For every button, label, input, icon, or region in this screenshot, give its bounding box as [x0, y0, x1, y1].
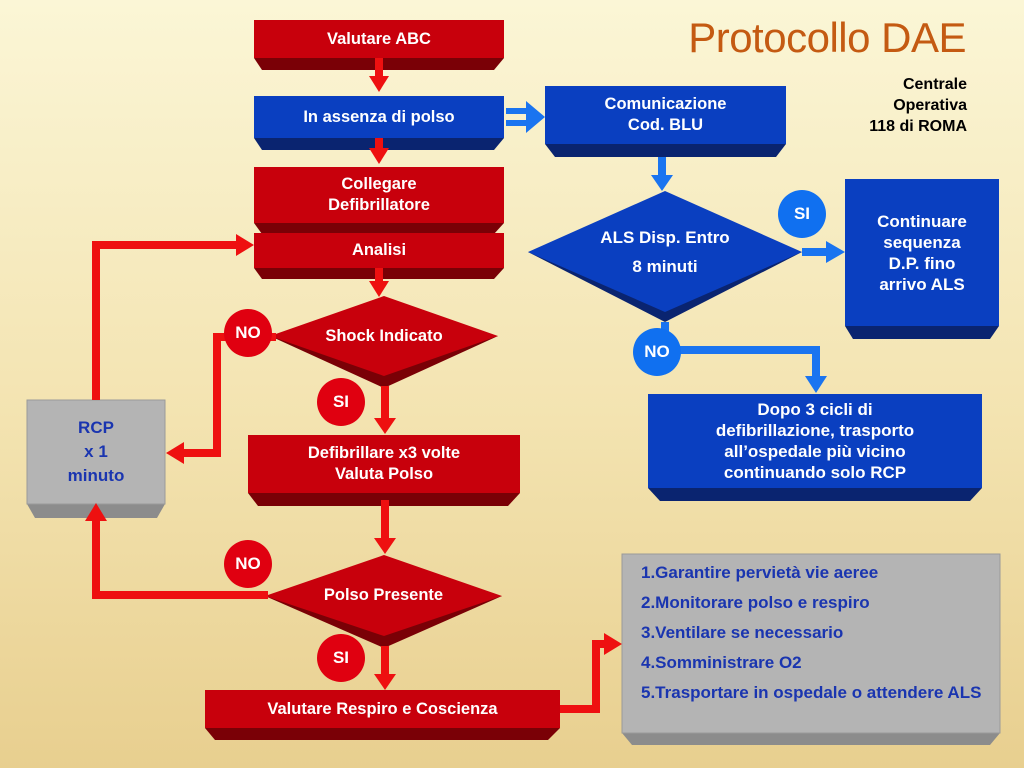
box-lista-azioni — [621, 553, 1001, 745]
label-valutare-respiro: Valutare Respiro e Coscienza — [267, 699, 498, 718]
list-item: 5.Trasportare in ospedale o attendere AL… — [641, 683, 982, 702]
label-als-disp: ALS Disp. Entro 8 minuti — [600, 228, 730, 276]
label-analisi: Analisi — [351, 241, 407, 259]
label-dopo-cicli: Dopo 3 cicli di defibrillazione, traspor… — [715, 400, 915, 482]
azioni-list: 1.Garantire pervietà vie aeree 2.Monitor… — [641, 561, 991, 711]
badge-no-shock: NO — [224, 309, 272, 357]
arrow-abc-to-assenza — [375, 58, 383, 78]
label-rcp: RCP x 1 minuto — [67, 418, 125, 485]
box-in-assenza-di-polso — [254, 96, 504, 150]
box-analisi — [254, 233, 504, 279]
label-collegare-defibrillatore: Collegare Defibrillatore — [328, 175, 430, 214]
box-dopo-cicli — [648, 394, 982, 501]
badge-si-shock: SI — [317, 378, 365, 426]
label-shock-indicato: Shock Indicato — [325, 326, 443, 345]
badge-si-polso: SI — [317, 634, 365, 682]
centrale-operativa-label: Centrale Operativa 118 di ROMA — [869, 76, 967, 135]
label-in-assenza-di-polso: In assenza di polso — [303, 107, 455, 126]
box-rcp — [26, 399, 166, 518]
label-defibrillare: Defibrillare x3 volte Valuta Polso — [307, 444, 461, 483]
box-valutare-abc — [254, 20, 504, 70]
label-valutare-abc: Valutare ABC — [327, 29, 431, 48]
page-title: Protocollo DAE — [688, 14, 966, 61]
label-polso-presente: Polso Presente — [323, 585, 444, 604]
badge-no-polso: NO — [224, 540, 272, 588]
diamond-polso-presente — [265, 555, 502, 648]
box-comunicazione — [545, 86, 786, 157]
label-comunicazione: Comunicazione Cod. BLU — [604, 95, 727, 134]
box-collegare-defibrillatore — [254, 167, 504, 234]
box-continuare-sequenza — [845, 179, 999, 339]
box-defibrillare — [248, 435, 520, 506]
label-continuare-sequenza: Continuare sequenza D.P. fino arrivo ALS — [877, 211, 967, 294]
list-item: 1.Garantire pervietà vie aeree — [641, 563, 879, 582]
box-valutare-respiro — [205, 690, 560, 740]
badge-si-als: SI — [778, 190, 826, 238]
diamond-shock-indicato — [270, 296, 498, 388]
list-item: 4.Somministrare O2 — [641, 653, 802, 672]
diamond-als-disp — [528, 191, 802, 322]
badge-no-als: NO — [633, 328, 681, 376]
list-item: 3.Ventilare se necessario — [641, 623, 844, 642]
list-item: 2.Monitorare polso e respiro — [641, 593, 870, 612]
